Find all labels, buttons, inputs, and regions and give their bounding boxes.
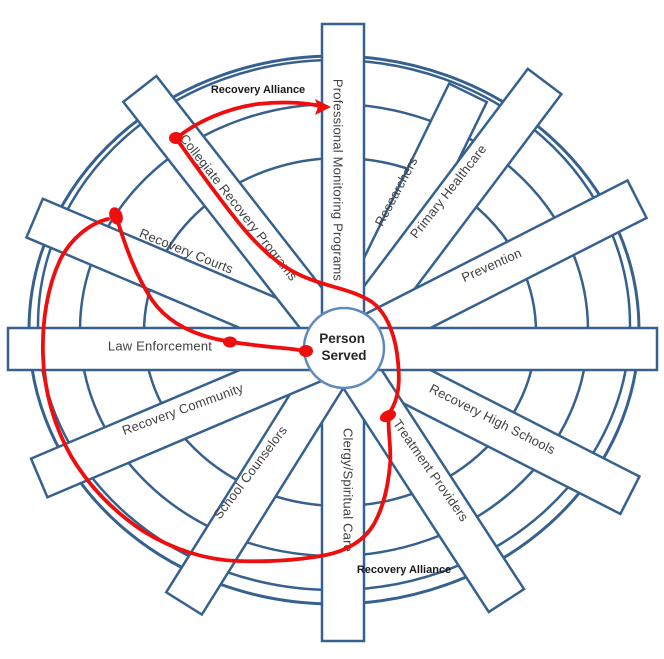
alliance-path-courts-to-person [115,217,307,353]
spoke-label-professional-monitoring: Professional Monitoring Programs [331,79,346,282]
spoke-label-clergy-spiritual-care: Clergy/Spiritual Care [341,428,356,552]
hub: Person Served [302,306,386,390]
spoke-bar-right-unlabeled [329,326,659,372]
alliance-annotations: Recovery Alliance Recovery Alliance [40,84,451,576]
alliance-path-loop [40,136,401,564]
spoke-bars [6,22,659,643]
alliance-node-person-served [299,345,313,357]
alliance-node-treatment-providers [379,409,397,423]
spoke-label-law-enforcement: Law Enforcement [108,338,212,353]
alliance-node-recovery-courts [109,207,123,225]
alliance-node-law-enforcement [223,336,237,348]
alliance-arrowhead [315,99,331,115]
recovery-alliance-label-bottom: Recovery Alliance [357,564,451,576]
person-served-label: Person Served [319,331,369,363]
alliance-path-to-professional [176,100,322,139]
recovery-alliance-label-top: Recovery Alliance [211,84,305,96]
alliance-node-collegiate [169,132,183,144]
